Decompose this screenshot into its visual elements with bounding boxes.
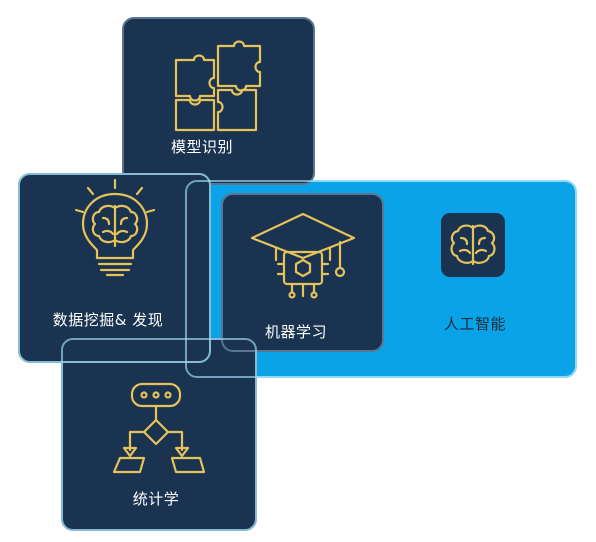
ai-label: 人工智能 <box>443 315 506 333</box>
flowchart-icon <box>112 382 206 474</box>
puzzle-icon <box>174 40 262 132</box>
brain-icon <box>450 224 496 266</box>
machine-learning-card <box>221 193 384 352</box>
statistics-label: 统计学 <box>132 490 180 508</box>
pattern-recognition-label: 模型识别 <box>170 138 233 156</box>
machine-learning-label: 机器学习 <box>264 323 327 341</box>
data-mining-label: 数据挖掘& 发现 <box>52 311 164 329</box>
lightbulb-brain-icon <box>74 178 156 277</box>
graduation-cap-chip-icon <box>250 212 356 299</box>
